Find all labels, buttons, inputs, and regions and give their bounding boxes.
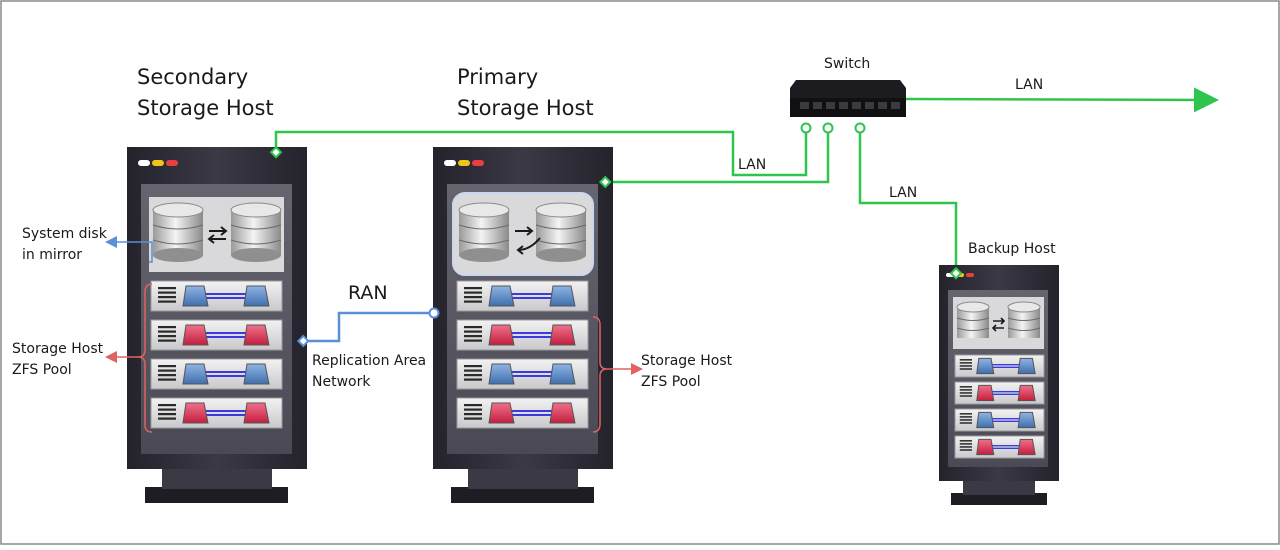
primary-lan-port[interactable] (598, 175, 612, 189)
lan-uplink-label: LAN (1015, 77, 1043, 93)
lan-secondary-line (274, 128, 808, 177)
primary-rack[interactable] (433, 147, 613, 503)
backup-drive-slots (954, 354, 1045, 459)
backup-system-disk-1 (956, 301, 990, 338)
ran-link-line (304, 311, 434, 343)
secondary-pool-label-line2: ZFS Pool (12, 362, 72, 378)
replication-label-line1: Replication Area (312, 353, 426, 369)
secondary-host-title-line1: Secondary (137, 65, 248, 89)
replication-arrows-icon (515, 226, 541, 255)
system-disk-label-line2: in mirror (22, 247, 82, 263)
backup-host-title: Backup Host (968, 241, 1056, 257)
ran-label: RAN (348, 282, 388, 304)
drive-slot-4 (954, 435, 1045, 459)
drive-slot-3 (954, 408, 1045, 432)
drive-slot-1 (954, 354, 1045, 378)
drive-slot-2 (954, 381, 1045, 405)
lan-primary-line (606, 128, 830, 184)
lan-backup-line (858, 128, 958, 272)
backup-system-disk-2 (1007, 301, 1041, 338)
backup-lan-port[interactable] (949, 266, 963, 280)
primary-host-title-line2: Storage Host (457, 96, 594, 120)
drive-slot-3 (150, 358, 283, 390)
secondary-lan-port[interactable] (269, 145, 283, 159)
primary-ran-port[interactable] (428, 307, 440, 319)
replication-label-line2: Network (312, 374, 371, 390)
switch-label: Switch (824, 56, 870, 72)
drive-slot-4 (150, 397, 283, 429)
led-red (166, 160, 178, 166)
lan-backup-label: LAN (889, 185, 917, 201)
drive-slot-1 (456, 280, 589, 312)
primary-pool-label-line2: ZFS Pool (641, 374, 701, 390)
primary-system-disk-1 (458, 202, 510, 262)
drive-slot-2 (456, 319, 589, 351)
system-disk-callout (105, 236, 153, 263)
lan-primary-label: LAN (738, 157, 766, 173)
drive-slot-3 (456, 358, 589, 390)
switch-ports (800, 122, 866, 134)
network-switch[interactable] (790, 80, 906, 117)
system-disk-1 (152, 202, 204, 262)
primary-host-title-line1: Primary (457, 65, 538, 89)
backup-rack[interactable] (939, 265, 1059, 505)
secondary-ran-port[interactable] (296, 334, 310, 348)
drive-slot-4 (456, 397, 589, 429)
secondary-rack[interactable] (127, 147, 307, 503)
switch-port-2[interactable] (822, 122, 834, 134)
lan-links (274, 87, 1219, 272)
switch-port-3[interactable] (854, 122, 866, 134)
system-disk-2 (230, 202, 282, 262)
primary-drive-slots (456, 280, 589, 429)
switch-port-1[interactable] (800, 122, 812, 134)
secondary-pool-label-line1: Storage Host (12, 341, 104, 357)
led-white (138, 160, 150, 166)
drive-slot-2 (150, 319, 283, 351)
drive-slot-1 (150, 280, 283, 312)
secondary-drive-slots (150, 280, 283, 429)
primary-system-disk-2 (535, 202, 587, 262)
secondary-host-title-line2: Storage Host (137, 96, 274, 120)
primary-pool-label-line1: Storage Host (641, 353, 733, 369)
led-yellow (152, 160, 164, 166)
lan-uplink-line (905, 87, 1219, 113)
mirror-arrows-icon (207, 226, 228, 244)
system-disk-label-line1: System disk (22, 226, 108, 242)
